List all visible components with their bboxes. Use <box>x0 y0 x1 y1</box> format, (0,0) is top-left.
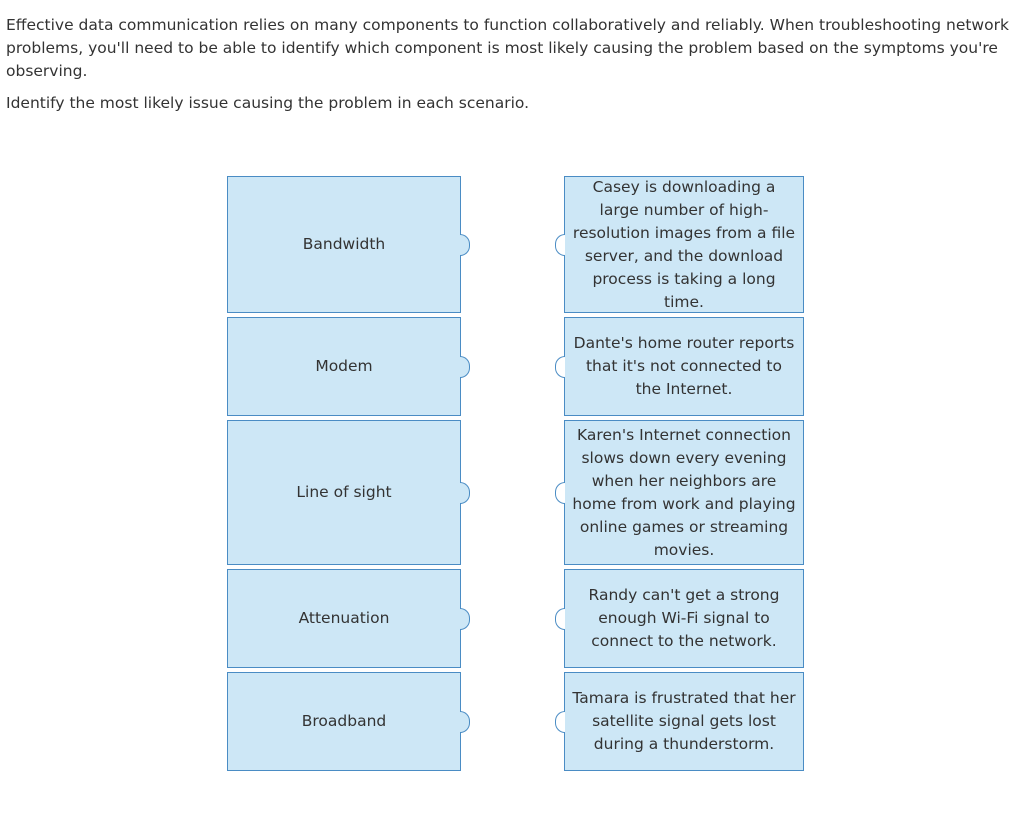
scenario-card-karen[interactable]: Karen's Internet connection slows down e… <box>555 420 804 565</box>
scenario-text: Dante's home router reports that it's no… <box>573 334 795 398</box>
scenario-text: Randy can't get a strong enough Wi-Fi si… <box>588 586 780 650</box>
connector-socket-icon <box>555 355 565 378</box>
connector-socket-icon <box>555 607 565 630</box>
term-card-modem[interactable]: Modem <box>227 317 470 416</box>
scenario-text: Tamara is frustrated that her satellite … <box>572 689 796 753</box>
term-card-broadband[interactable]: Broadband <box>227 672 470 771</box>
connector-socket-icon <box>555 710 565 733</box>
scenario-text: Casey is downloading a large number of h… <box>572 177 796 311</box>
term-card-bandwidth[interactable]: Bandwidth <box>227 176 470 313</box>
scenario-text: Karen's Internet connection slows down e… <box>572 425 796 559</box>
term-label: Bandwidth <box>302 235 386 253</box>
instructions-text: Effective data communication relies on m… <box>6 16 1009 80</box>
term-label: Broadband <box>301 712 387 730</box>
scenario-card-tamara[interactable]: Tamara is frustrated that her satellite … <box>555 672 804 771</box>
connector-tab-icon <box>460 710 470 733</box>
connector-tab-icon <box>460 607 470 630</box>
term-card-line-of-sight[interactable]: Line of sight <box>227 420 470 565</box>
term-label: Line of sight <box>296 483 392 501</box>
connector-tab-icon <box>460 481 470 504</box>
connector-tab-icon <box>460 355 470 378</box>
scenario-card-casey[interactable]: Casey is downloading a large number of h… <box>555 176 804 313</box>
term-label: Attenuation <box>298 609 390 627</box>
connector-socket-icon <box>555 233 565 256</box>
term-label: Modem <box>315 357 373 375</box>
term-card-attenuation[interactable]: Attenuation <box>227 569 470 668</box>
connector-tab-icon <box>460 233 470 256</box>
connector-socket-icon <box>555 481 565 504</box>
scenario-card-dante[interactable]: Dante's home router reports that it's no… <box>555 317 804 416</box>
question-prompt: Identify the most likely issue causing t… <box>6 94 530 112</box>
scenario-card-randy[interactable]: Randy can't get a strong enough Wi-Fi si… <box>555 569 804 668</box>
